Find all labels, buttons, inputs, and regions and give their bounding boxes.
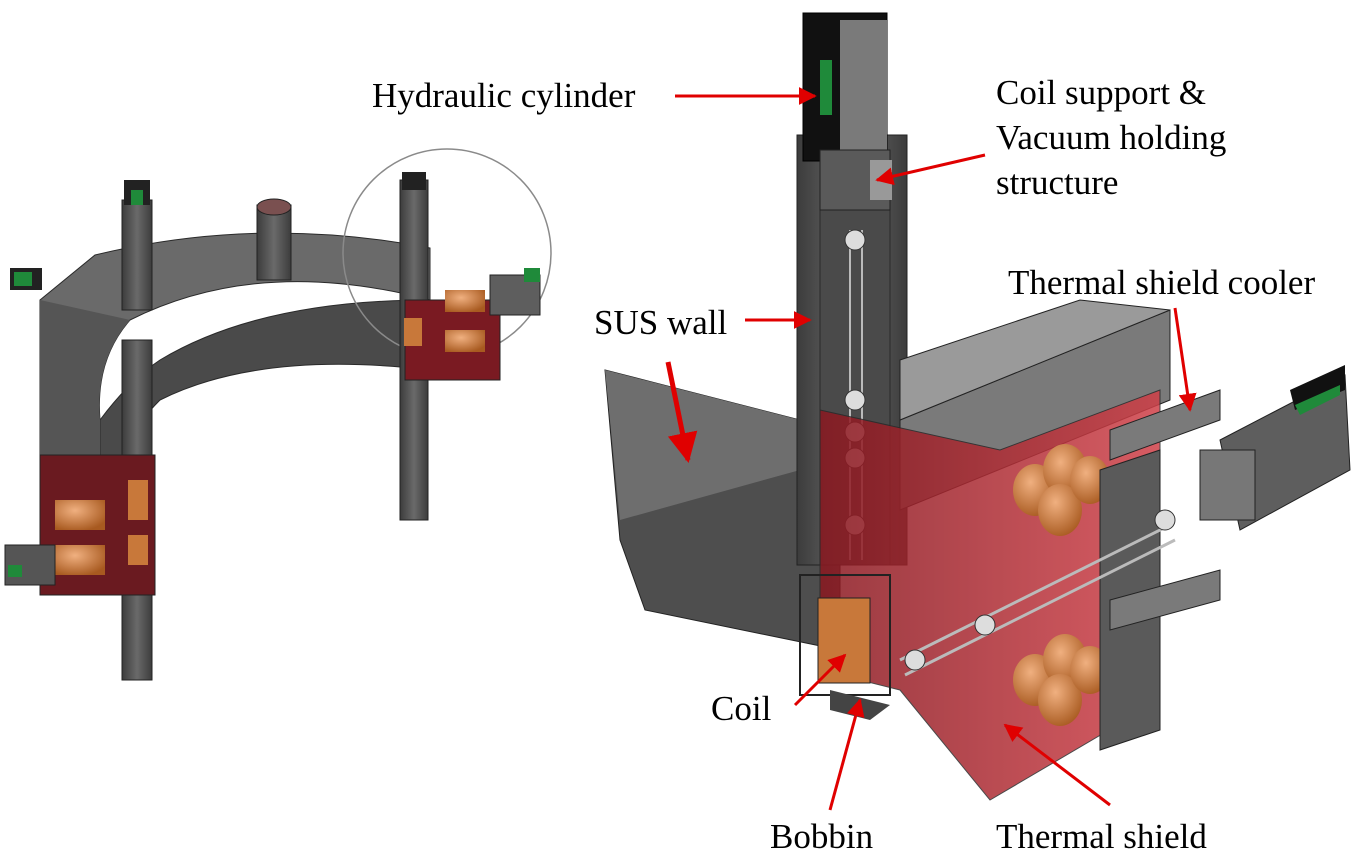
overview-model <box>4 148 552 681</box>
arrow-thermal-shield-cooler <box>1173 307 1197 412</box>
detail-model <box>604 12 1351 801</box>
arrow-coil-support <box>875 153 986 186</box>
hydraulic-cylinder-piston <box>820 60 832 115</box>
vertical-port <box>121 199 153 311</box>
label-coil: Coil <box>711 689 772 728</box>
label-bobbin: Bobbin <box>770 817 874 856</box>
label-coil-support-line1: Coil support & <box>996 73 1207 112</box>
label-coil-support-line3: structure <box>996 163 1119 202</box>
label-hydraulic-cylinder: Hydraulic cylinder <box>372 76 636 115</box>
callout-arrows <box>665 87 1197 811</box>
coil-block <box>817 597 871 684</box>
arrow-thermal-shield <box>1003 723 1111 807</box>
arrow-bobbin <box>828 698 865 811</box>
label-coil-support-line2: Vacuum holding <box>996 118 1227 157</box>
copper-coil-bundle-upper <box>1013 444 1110 536</box>
arrow-coil <box>793 653 847 707</box>
top-port-tube <box>256 204 292 281</box>
label-sus-wall: SUS wall <box>594 303 728 342</box>
label-thermal-shield-cooler: Thermal shield cooler <box>1008 263 1316 302</box>
arrow-sus-wall-block <box>665 361 698 463</box>
label-thermal-shield: Thermal shield <box>996 817 1207 856</box>
